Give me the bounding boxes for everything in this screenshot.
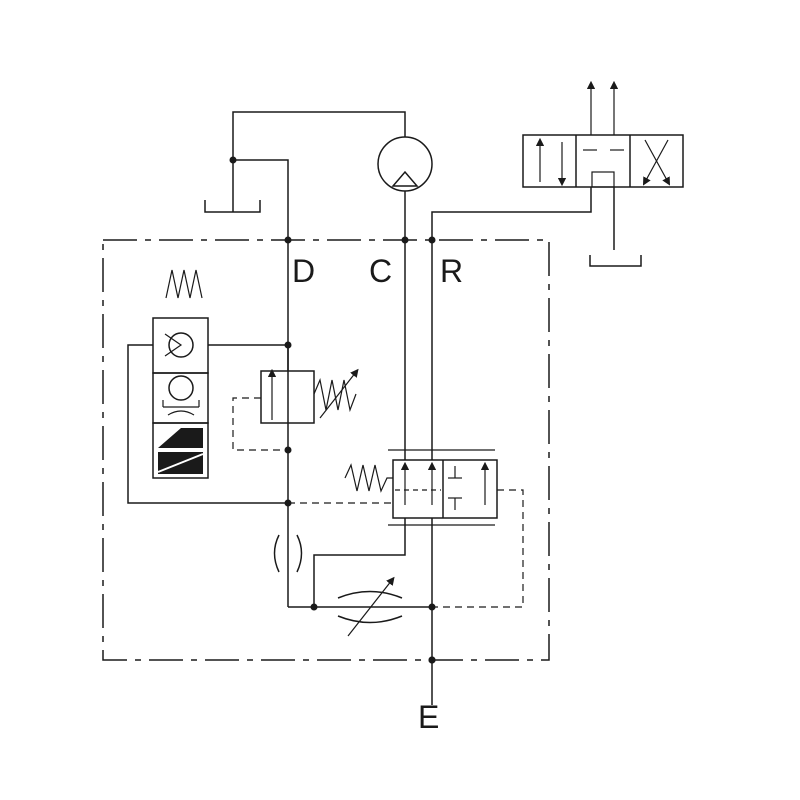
port-e-label: E	[418, 699, 439, 735]
port-e-node	[428, 656, 436, 664]
solenoid-icon	[152, 422, 209, 479]
check-valve-icon	[152, 269, 209, 424]
directional-valve-icon	[344, 449, 498, 526]
directional-valve-icon	[522, 80, 684, 188]
fixed-orifice-icon	[273, 534, 303, 573]
variable-throttle-icon	[337, 576, 403, 637]
check-valve-bypass	[127, 344, 288, 504]
valve-block-boundary	[102, 239, 550, 661]
valve-supply-line	[431, 187, 592, 240]
port-r-label: R	[440, 253, 463, 289]
suction-line	[229, 111, 406, 240]
port-c-label: C	[369, 253, 392, 289]
port-d-label: D	[292, 253, 315, 289]
c-internal-line	[313, 240, 406, 607]
relief-valve-icon	[260, 368, 359, 424]
relief-pilot-line	[232, 397, 288, 451]
tank-icon	[589, 255, 642, 267]
tank-icon	[204, 200, 261, 213]
pump-icon	[377, 136, 433, 192]
spool-pilot-line	[432, 489, 524, 608]
